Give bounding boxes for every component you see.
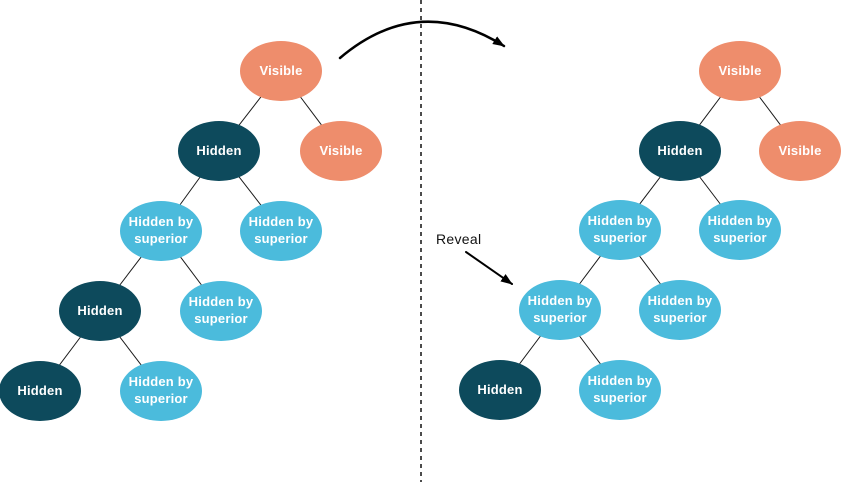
- tree-edge: [679, 70, 741, 152]
- tree-edge: [160, 150, 220, 232]
- tree-before-edges: [39, 70, 342, 392]
- tree-edge: [99, 230, 162, 312]
- reveal-label: Reveal: [436, 231, 482, 247]
- tree-edge: [559, 309, 621, 391]
- tree-edge: [99, 310, 162, 392]
- reveal-arrow: [465, 251, 513, 285]
- tree-edge: [619, 150, 681, 231]
- tree-edge: [619, 229, 681, 311]
- tree-edge: [160, 230, 222, 312]
- tree-edge: [739, 70, 801, 152]
- tree-after-edges: [499, 70, 801, 391]
- transition-arrow: [338, 20, 506, 60]
- tree-edge: [218, 150, 282, 232]
- tree-edge: [679, 150, 741, 231]
- tree-edge: [280, 70, 342, 152]
- tree-edge: [499, 309, 561, 391]
- tree-edge: [39, 310, 101, 392]
- tree-edge: [218, 70, 282, 152]
- tree-edge: [559, 229, 621, 311]
